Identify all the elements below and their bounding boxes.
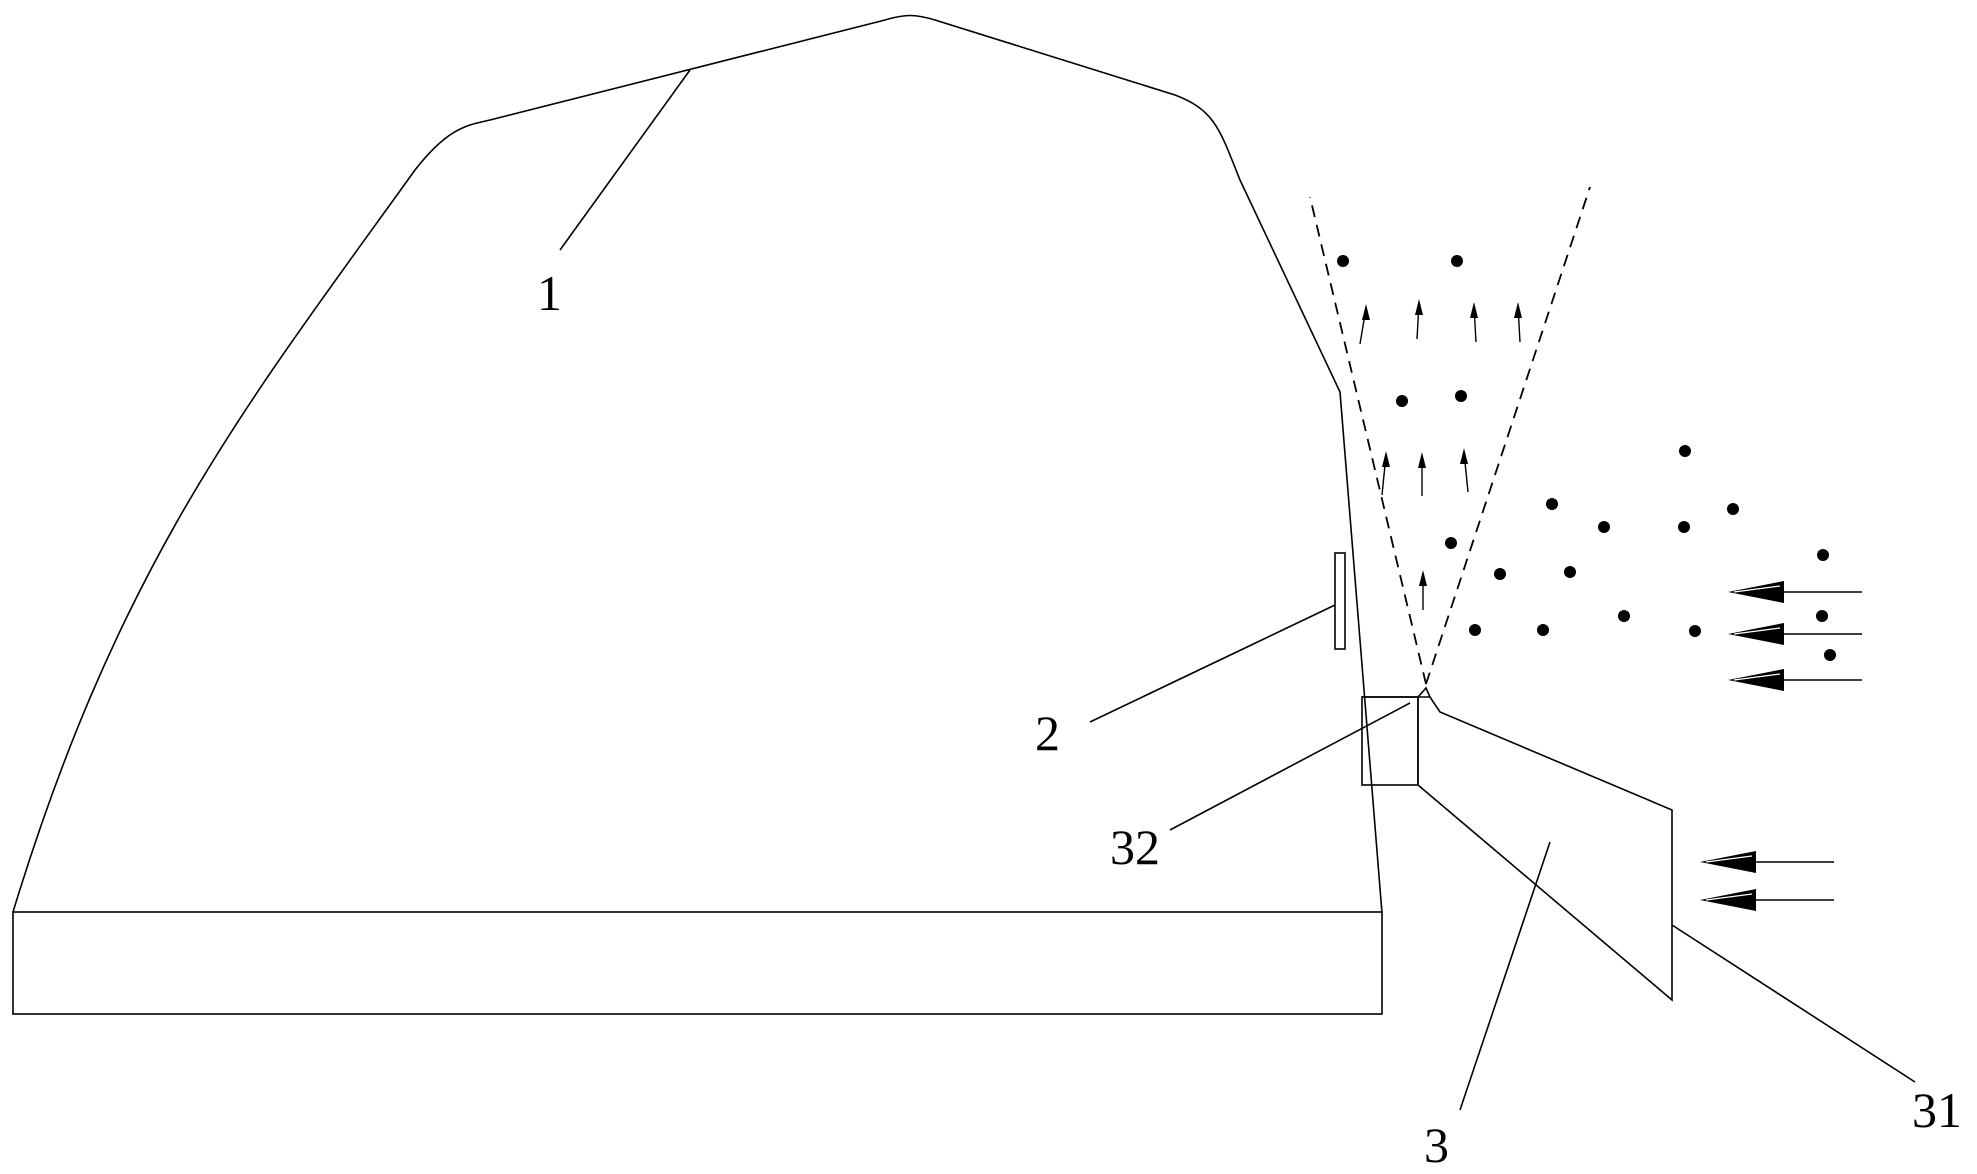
particle-dot xyxy=(1494,568,1506,580)
sensor-plate xyxy=(1334,552,1346,650)
leader-line-32 xyxy=(1169,702,1411,831)
spray-cone-right-edge xyxy=(1425,186,1591,685)
label-32: 32 xyxy=(1110,819,1160,875)
particle-dot xyxy=(1455,390,1467,402)
airflow-arrow xyxy=(1700,851,1834,873)
incoming-airflow-arrows xyxy=(1700,581,1862,911)
label-2: 2 xyxy=(1035,705,1060,761)
particle-dot xyxy=(1564,566,1576,578)
hood-body xyxy=(12,14,1383,914)
particle-dot xyxy=(1678,521,1690,533)
label-1: 1 xyxy=(537,265,562,321)
flow-arrow xyxy=(1460,448,1469,493)
particle-dot xyxy=(1451,255,1463,267)
particle-dot xyxy=(1727,503,1739,515)
particle-dot xyxy=(1445,537,1457,549)
particle-dot xyxy=(1396,395,1408,407)
flow-arrow xyxy=(1418,452,1426,496)
leader-line-3 xyxy=(1459,841,1551,1111)
flow-arrow xyxy=(1415,299,1423,340)
leader-line-31 xyxy=(1671,924,1916,1083)
leader-line-1 xyxy=(559,69,691,251)
base-block xyxy=(12,911,1383,1015)
particle-dot xyxy=(1469,624,1481,636)
flow-arrow xyxy=(1381,451,1390,496)
flow-arrow xyxy=(1514,302,1522,343)
particle-dot xyxy=(1546,498,1558,510)
particle-dot xyxy=(1824,649,1836,661)
particle-dot xyxy=(1816,610,1828,622)
flow-arrow xyxy=(1419,570,1427,610)
nozzle-tip xyxy=(1362,686,1431,698)
particle-dot xyxy=(1689,625,1701,637)
airflow-arrow xyxy=(1728,669,1862,691)
spray-cone-left-edge xyxy=(1309,196,1427,685)
airflow-arrow xyxy=(1700,889,1834,911)
particle-dot xyxy=(1598,521,1610,533)
airflow-arrow xyxy=(1728,581,1862,603)
particle-dot xyxy=(1817,549,1829,561)
flow-arrow xyxy=(1359,304,1370,345)
particles-group xyxy=(1337,255,1836,661)
label-31: 31 xyxy=(1912,1082,1962,1138)
particle-dot xyxy=(1537,624,1549,636)
airflow-arrow xyxy=(1728,623,1862,645)
leader-line-2 xyxy=(1089,604,1336,723)
particle-dot xyxy=(1618,610,1630,622)
label-3: 3 xyxy=(1424,1117,1449,1173)
intake-duct xyxy=(1417,696,1673,1002)
flow-arrow xyxy=(1470,302,1478,343)
upward-flow-arrows xyxy=(1359,299,1522,610)
particle-dot xyxy=(1337,255,1349,267)
particle-dot xyxy=(1679,445,1691,457)
